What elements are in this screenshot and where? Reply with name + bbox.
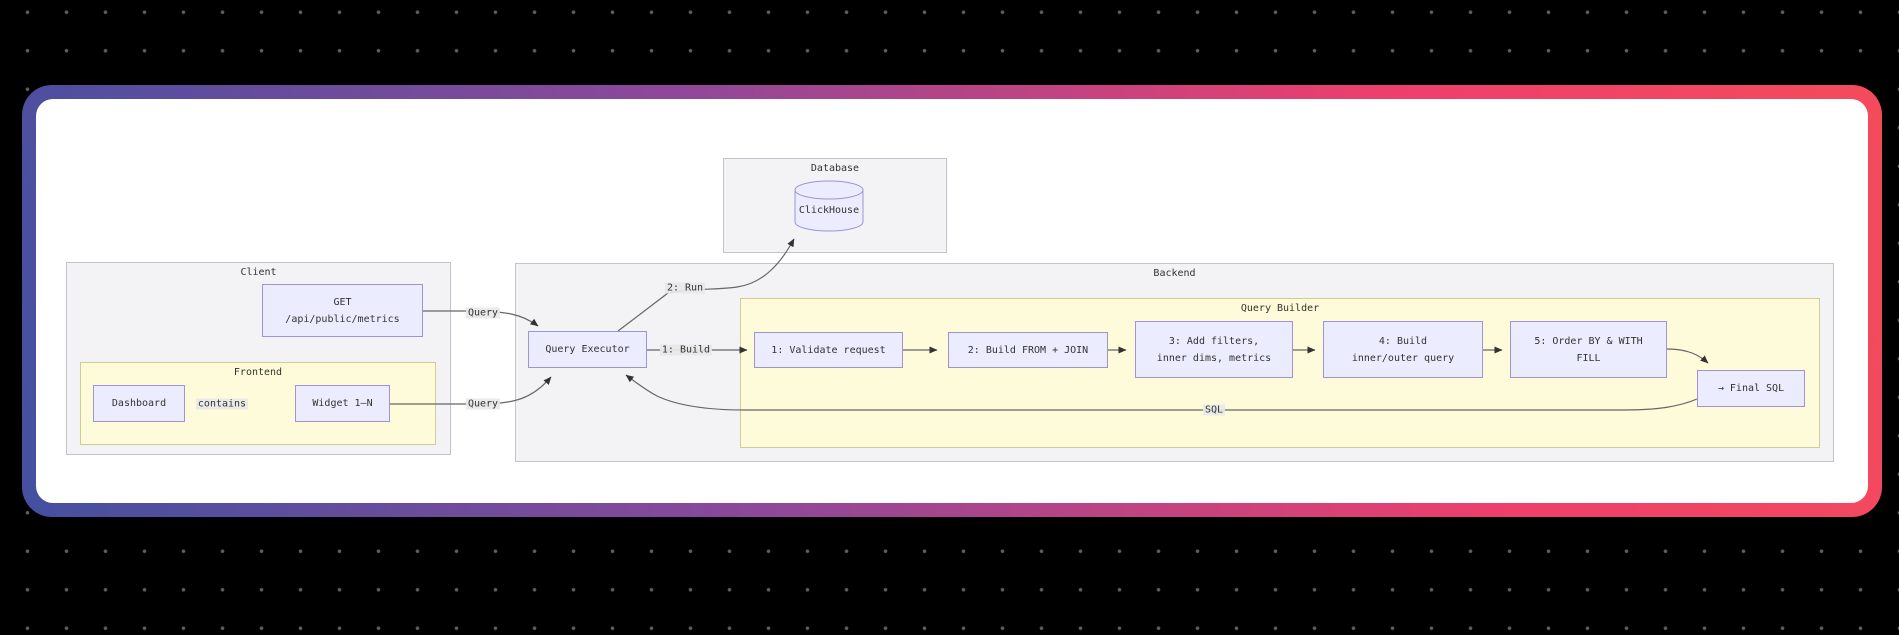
node-dashboard: Dashboard xyxy=(93,385,185,422)
node-add-filters-line2: inner dims, metrics xyxy=(1156,352,1272,364)
node-order-by-fill: 5: Order BY & WITH FILL xyxy=(1510,321,1667,378)
node-final-sql-label: → Final SQL xyxy=(1717,383,1785,394)
edge-finalsql-to-executor xyxy=(625,374,1698,411)
node-widget: Widget 1–N xyxy=(295,385,390,422)
node-build-inner-outer-line2: inner/outer query xyxy=(1351,352,1455,364)
cluster-database-label: Database xyxy=(810,163,860,174)
cluster-backend-label: Backend xyxy=(1153,268,1196,279)
node-get-endpoint-line1: GET xyxy=(333,296,352,308)
cluster-query-builder-label: Query Builder xyxy=(1240,303,1320,314)
node-get-endpoint: GET /api/public/metrics xyxy=(262,284,423,337)
node-build-inner-outer: 4: Build inner/outer query xyxy=(1323,321,1483,378)
cluster-database: Database xyxy=(723,158,947,253)
node-validate-request-label: 1: Validate request xyxy=(771,344,886,356)
edge-executor-to-clickhouse xyxy=(617,238,795,332)
cluster-frontend-label: Frontend xyxy=(233,367,283,378)
node-build-inner-outer-line1: 4: Build xyxy=(1378,335,1428,347)
edge-label-query-from-get: Query xyxy=(465,307,501,319)
node-add-filters-line1: 3: Add filters, xyxy=(1168,335,1260,347)
edge-label-query-from-widget: Query xyxy=(465,398,501,410)
edge-label-contains: contains xyxy=(195,398,249,410)
cluster-client-label: Client xyxy=(240,267,277,278)
node-validate-request: 1: Validate request xyxy=(754,332,903,368)
node-build-from-join-label: 2: Build FROM + JOIN xyxy=(967,344,1089,356)
node-dashboard-label: Dashboard xyxy=(111,398,167,409)
edge-label-sql: SQL xyxy=(1202,404,1226,416)
node-clickhouse-label: ClickHouse xyxy=(798,205,860,216)
node-order-by-fill-line1: 5: Order BY & WITH xyxy=(1534,335,1643,347)
node-build-from-join: 2: Build FROM + JOIN xyxy=(948,332,1108,368)
node-get-endpoint-line2: /api/public/metrics xyxy=(285,313,400,325)
node-query-executor: Query Executor xyxy=(528,331,647,368)
node-add-filters: 3: Add filters, inner dims, metrics xyxy=(1135,321,1293,378)
edge-orderby-to-finalsql xyxy=(1666,348,1709,364)
node-final-sql: → Final SQL xyxy=(1697,370,1805,407)
database-cylinder-icon xyxy=(794,180,864,232)
node-order-by-fill-line2: FILL xyxy=(1576,352,1601,364)
node-widget-label: Widget 1–N xyxy=(312,398,373,409)
node-query-executor-label: Query Executor xyxy=(545,344,630,355)
edge-label-run: 2: Run xyxy=(664,282,706,294)
edge-label-build: 1: Build xyxy=(659,344,713,356)
